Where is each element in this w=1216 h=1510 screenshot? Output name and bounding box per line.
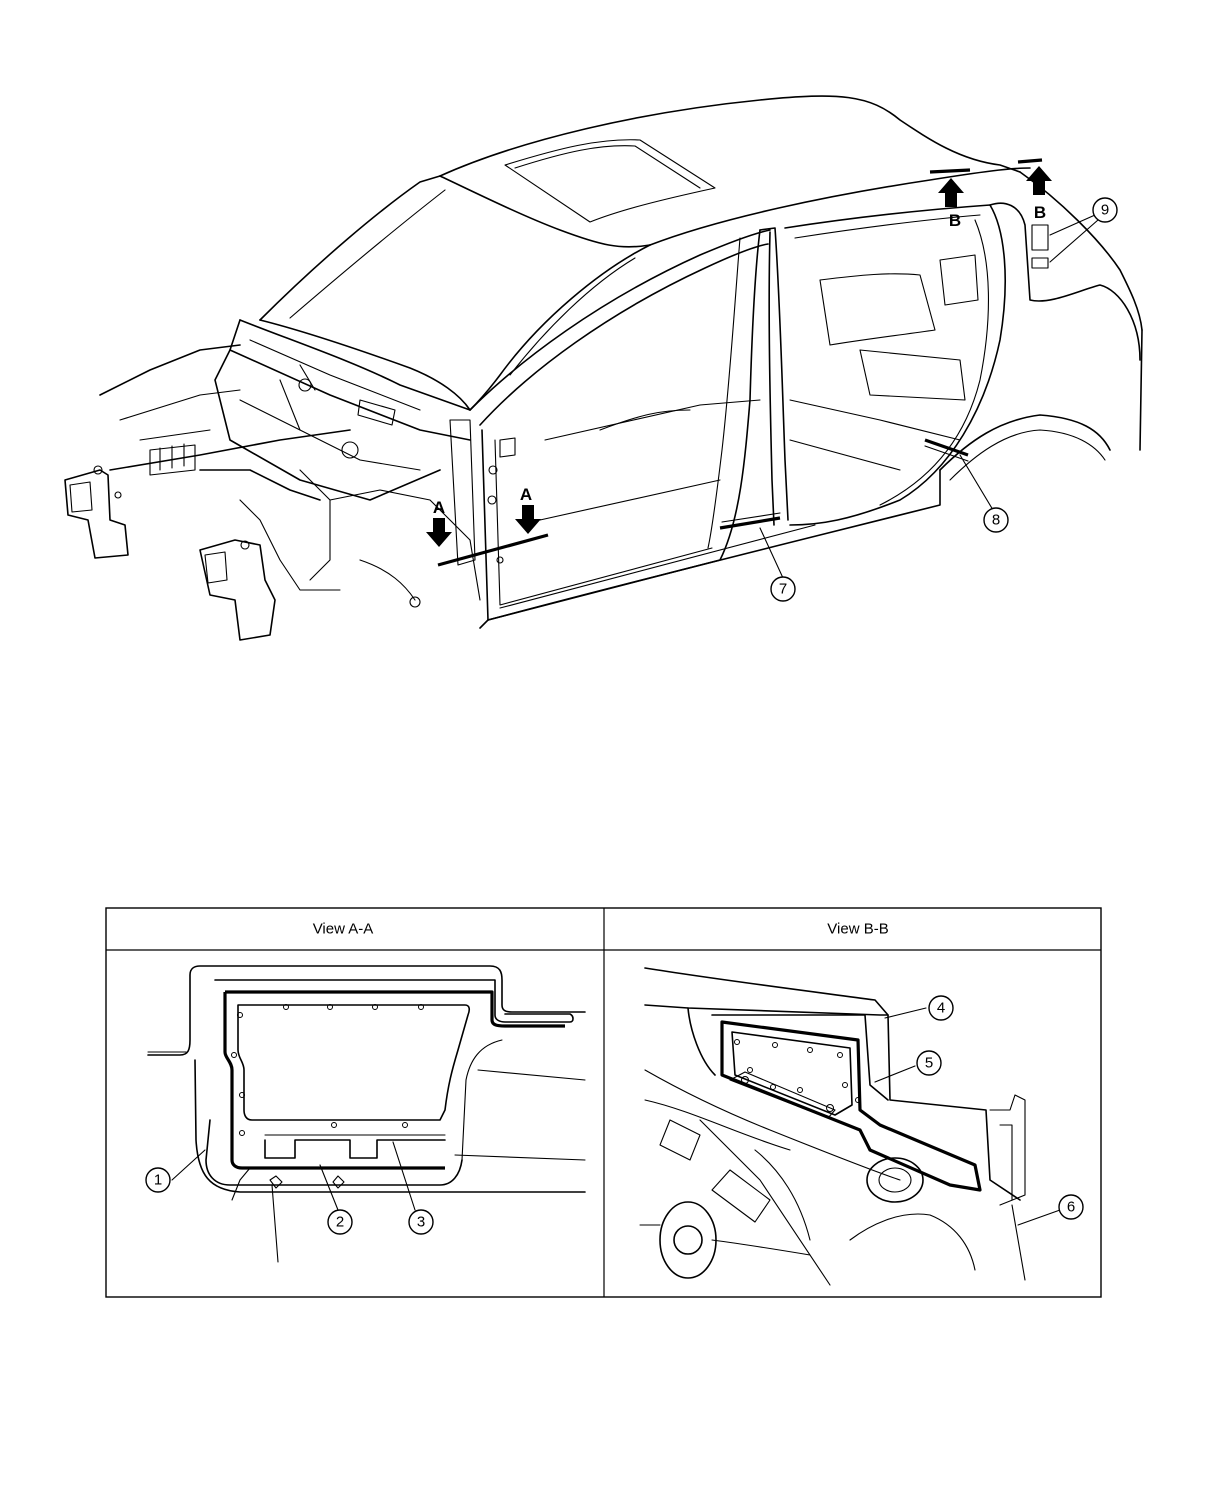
callout-8: 8	[983, 507, 1009, 533]
view-a-title: View A-A	[313, 921, 374, 938]
section-marker-a: A A	[426, 485, 549, 567]
arrow-b-right-icon	[1026, 166, 1052, 195]
arrow-a-right-icon	[515, 505, 541, 534]
callout-1: 1	[145, 1167, 171, 1193]
view-a-drawing	[147, 965, 586, 1263]
callout-9: 9	[1092, 197, 1118, 223]
arrow-label-b-left: B	[949, 211, 961, 230]
svg-text:3: 3	[417, 1214, 425, 1231]
callout-3: 3	[408, 1209, 434, 1235]
callout-2: 2	[327, 1209, 353, 1235]
detail-views-table: View A-A View B-B	[105, 907, 1102, 1298]
svg-text:6: 6	[1067, 1199, 1075, 1216]
svg-text:8: 8	[992, 512, 1000, 529]
arrow-label-a-right: A	[520, 485, 532, 504]
svg-text:9: 9	[1101, 202, 1109, 219]
svg-text:1: 1	[154, 1172, 162, 1189]
callout-6: 6	[1058, 1194, 1084, 1220]
callout-7: 7	[770, 576, 796, 602]
svg-text:5: 5	[925, 1055, 933, 1072]
arrow-label-b-right: B	[1034, 203, 1046, 222]
arrow-label-a-left: A	[433, 498, 445, 517]
callout-5: 5	[916, 1050, 942, 1076]
view-b-drawing	[639, 967, 1061, 1286]
arrow-b-left-icon	[938, 178, 964, 207]
callout-4: 4	[928, 995, 954, 1021]
section-marker-b: B B	[929, 158, 1052, 230]
main-leaders	[759, 214, 1099, 579]
svg-text:7: 7	[779, 581, 787, 598]
view-b-title: View B-B	[827, 921, 888, 938]
sealant-strips	[719, 438, 969, 530]
vehicle-body-shell	[64, 95, 1143, 641]
svg-text:4: 4	[937, 1000, 945, 1017]
arrow-a-left-icon	[426, 518, 452, 547]
svg-text:2: 2	[336, 1214, 344, 1231]
